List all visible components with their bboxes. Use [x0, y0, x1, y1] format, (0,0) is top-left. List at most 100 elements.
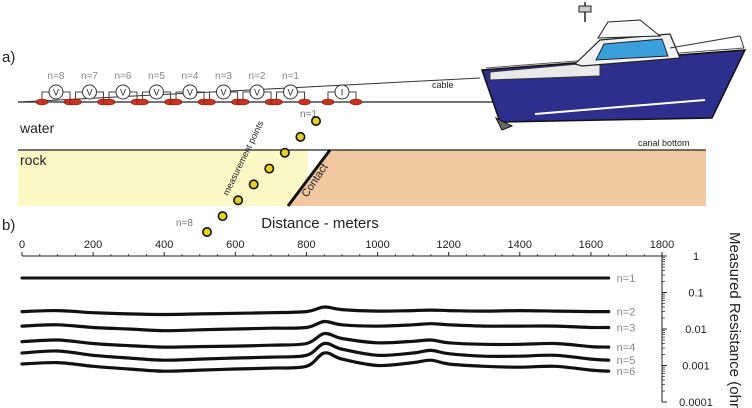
electrode: [169, 98, 183, 106]
measurement-point: [202, 227, 213, 238]
electrode: [298, 98, 311, 106]
series-label: n=6: [617, 366, 636, 378]
electrode: [35, 98, 49, 106]
measurement-point: [248, 179, 259, 190]
measurement-point: [279, 147, 290, 158]
measurement-point: [310, 116, 321, 127]
boat-flybridge: [597, 19, 662, 39]
electrode-group: Vn=6: [102, 71, 144, 106]
y-axis-title: Measured Resistance (ohms): [726, 232, 743, 408]
series-line: [20, 319, 611, 333]
series-line: [20, 341, 611, 362]
voltmeter-icon: [283, 84, 298, 100]
measurement-point: [264, 163, 275, 174]
meter-symbol: V: [120, 88, 126, 98]
electrode-n-label: n=6: [115, 71, 132, 82]
x-tick-label: 1800: [650, 239, 674, 251]
ammeter-icon: [334, 84, 350, 100]
y-tick-label: 0.1: [688, 288, 703, 300]
electrode-group: Vn=5: [136, 71, 177, 106]
voltmeter-icon: [249, 84, 265, 100]
electrode-n-label: n=8: [48, 71, 65, 82]
x-tick-label: 800: [297, 239, 315, 251]
x-tick-label: 200: [84, 239, 102, 251]
panel-b-label: b): [2, 217, 15, 234]
y-tick-label: 0.001: [682, 361, 710, 373]
electrode-group: Vn=4: [169, 71, 211, 106]
panel-a: a) water rock canal bottom cable measure…: [2, 2, 747, 238]
series-label: n=3: [617, 322, 636, 334]
electrode-n-label: n=5: [148, 71, 165, 82]
measurement-point: [295, 131, 306, 142]
meter-symbol: V: [254, 88, 260, 98]
boat-radar: [578, 5, 592, 13]
meter-symbol: V: [187, 88, 193, 98]
series-label: n=1: [617, 273, 636, 285]
cable-label: cable: [432, 80, 454, 90]
boat-bow-rail: [669, 35, 745, 49]
series-labels: n=1n=2n=3n=4n=5n=6: [617, 273, 636, 378]
measurement-points: [202, 116, 321, 238]
measurement-point: [217, 211, 228, 222]
electrode-n-label: n=1: [282, 71, 299, 82]
electrode-group: Vn=2: [236, 71, 278, 106]
boat-keel: [494, 116, 514, 131]
meter-symbol: V: [220, 88, 226, 98]
electrode-group: Vn=1: [270, 71, 311, 106]
electrode: [203, 98, 216, 106]
electrode: [321, 98, 335, 106]
electrode: [136, 98, 149, 106]
series-label: n=4: [617, 342, 636, 354]
voltmeter-icon: [216, 84, 231, 100]
canal-bottom-label: canal bottom: [638, 138, 690, 148]
y-tick-label: 0.01: [685, 324, 706, 336]
point-top-label: n=1: [300, 109, 317, 120]
x-tick-label: 1400: [508, 239, 532, 251]
x-axis-title: Distance - meters: [261, 215, 379, 232]
voltmeter-icon: [48, 84, 64, 100]
electrode: [69, 98, 82, 106]
voltmeter-icon: [182, 84, 198, 100]
meter-symbol: I: [341, 88, 344, 98]
electrode-array: Vn=8Vn=7Vn=6Vn=5Vn=4Vn=3Vn=2Vn=1I: [35, 71, 363, 106]
meter-symbol: V: [86, 88, 92, 98]
rock-layer-light: [18, 150, 308, 206]
electrode: [102, 98, 116, 106]
electrode-group: Vn=3: [203, 71, 244, 106]
contact-line: [286, 149, 332, 207]
x-tick-label: 1600: [579, 239, 603, 251]
series-line: [20, 351, 611, 373]
electrode: [270, 98, 283, 106]
series-line: [20, 305, 611, 317]
electrode-group: I: [321, 84, 363, 106]
meter-symbol: V: [287, 88, 293, 98]
series-line: [20, 331, 611, 349]
point-bottom-label: n=8: [176, 218, 193, 229]
x-tick-label: 1000: [365, 239, 389, 251]
electrode-n-label: n=4: [182, 71, 199, 82]
meter-symbol: V: [153, 88, 159, 98]
electrode-n-label: n=3: [215, 71, 232, 82]
rock-layer-dark: [288, 150, 706, 206]
voltmeter-icon: [82, 84, 97, 100]
boat-illustration: [480, 2, 747, 131]
voltmeter-icon: [149, 84, 164, 100]
panel-b: b) Distance - meters Measured Resistance…: [2, 215, 743, 408]
rock-label: rock: [20, 152, 47, 168]
electrode: [236, 98, 250, 106]
series-lines: [20, 276, 611, 373]
voltmeter-icon: [115, 84, 131, 100]
boat-hull-stripe: [534, 99, 706, 115]
boat-window: [595, 38, 669, 61]
y-tick-label: 1: [693, 251, 699, 263]
electrode-group: Vn=7: [69, 71, 110, 106]
water-label: water: [19, 120, 55, 136]
x-tick-label: 400: [155, 239, 173, 251]
x-tick-label: 600: [226, 239, 244, 251]
electrode-n-label: n=2: [249, 71, 266, 82]
boat-deck: [489, 61, 601, 81]
meter-symbol: V: [53, 88, 59, 98]
electrode: [349, 98, 363, 106]
